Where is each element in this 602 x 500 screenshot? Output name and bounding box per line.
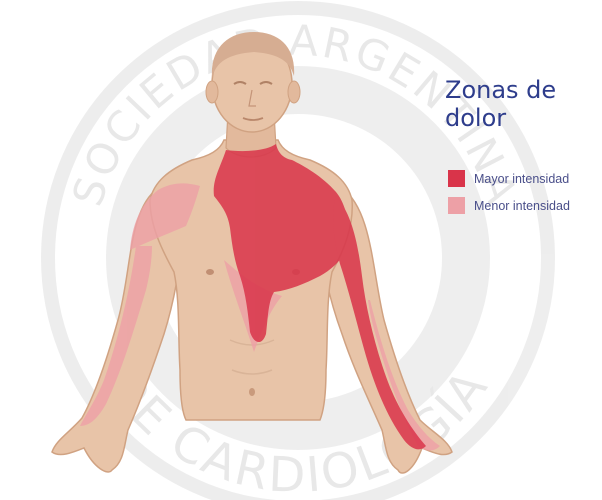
legend-title: Zonas de dolor (445, 76, 595, 132)
legend-swatch-minor (448, 197, 465, 214)
legend-item-major: Mayor intensidad (448, 170, 569, 187)
legend-swatch-major (448, 170, 465, 187)
legend-item-minor: Menor intensidad (448, 197, 570, 214)
legend-title-line2: dolor (445, 104, 595, 132)
legend-title-line1: Zonas de (445, 76, 595, 104)
legend-label-major: Mayor intensidad (474, 172, 569, 186)
legend-label-minor: Menor intensidad (474, 199, 570, 213)
